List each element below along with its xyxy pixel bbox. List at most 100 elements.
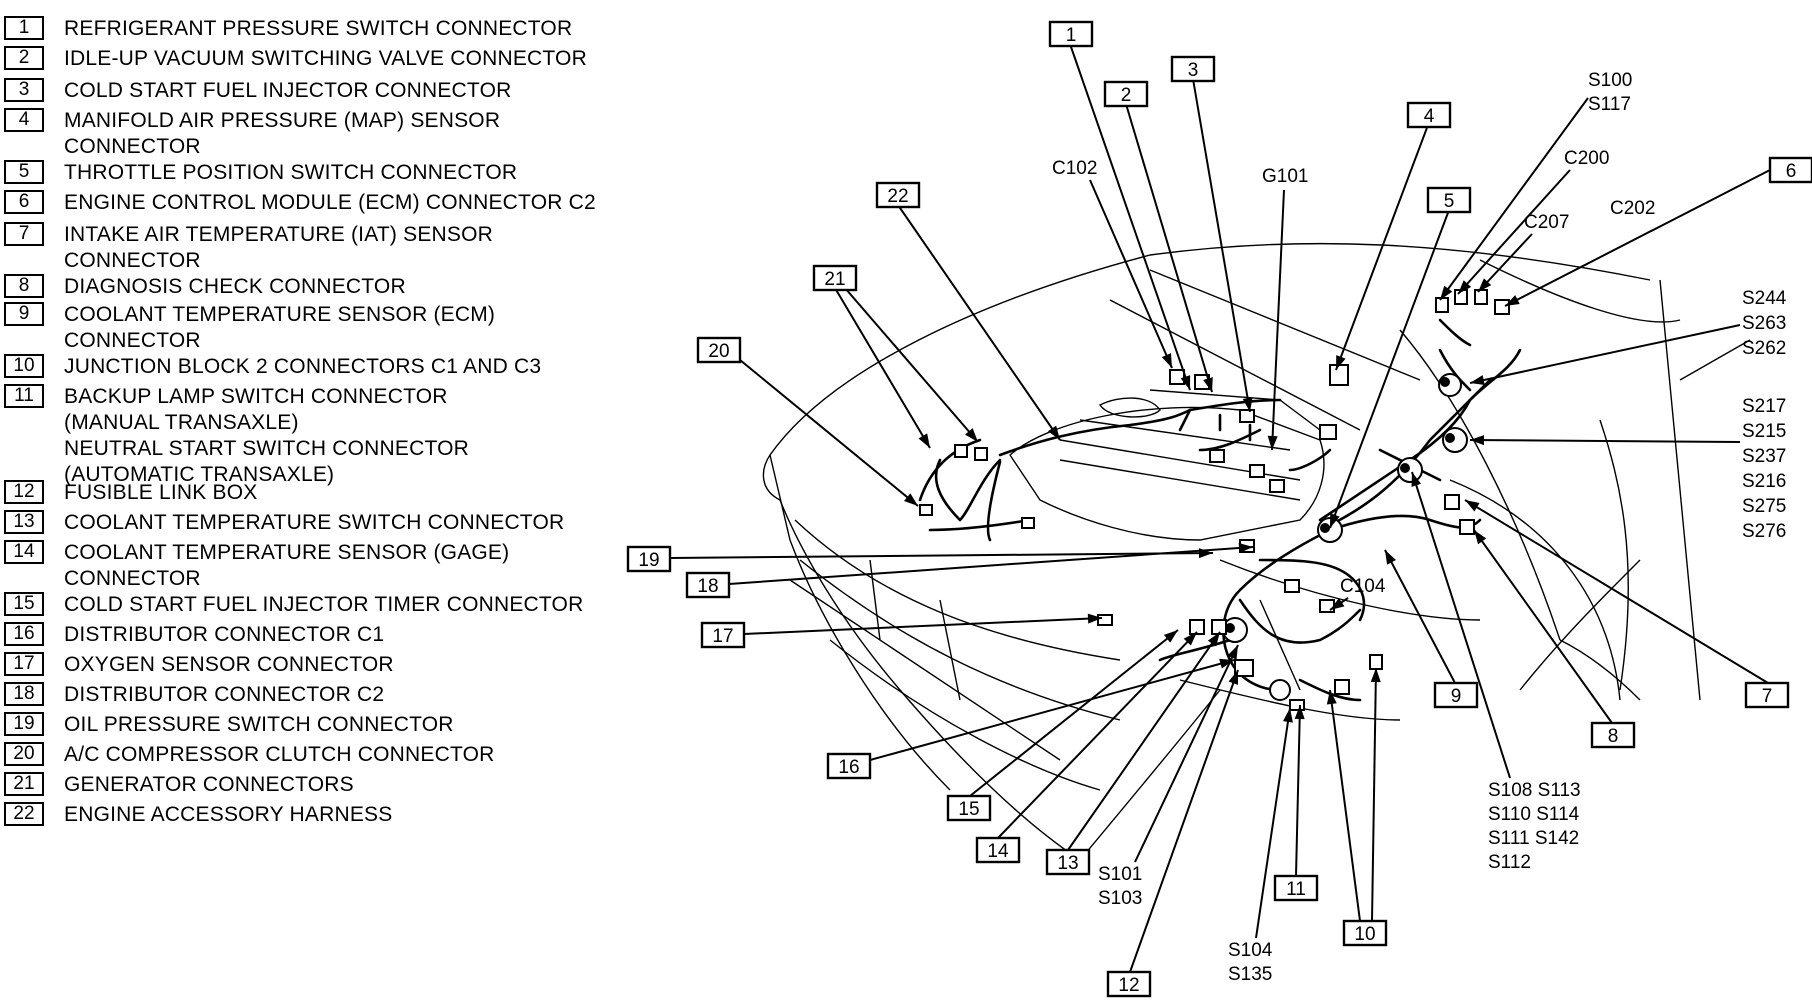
leader-line-s108-group (1411, 471, 1511, 779)
callout-22: 22 (875, 181, 921, 209)
legend-number: 22 (4, 802, 44, 826)
leader-line-3 (1192, 78, 1251, 413)
legend-text: CONNECTOR (64, 249, 201, 272)
callout-number: 13 (1057, 853, 1078, 874)
leader-line-s104-group (1255, 707, 1291, 939)
legend-text: OIL PRESSURE SWITCH CONNECTOR (64, 713, 454, 736)
callout-20: 20 (696, 336, 742, 364)
callout-number: 21 (824, 269, 845, 290)
arrowhead (965, 428, 978, 442)
callout-2: 2 (1103, 80, 1149, 108)
arrowhead (1294, 705, 1305, 720)
callout-8: 8 (1590, 721, 1636, 749)
leader-line-2 (1125, 103, 1213, 393)
arrowhead (1458, 280, 1472, 294)
legend-number: 10 (4, 354, 44, 378)
label-s101-group: S101 (1098, 864, 1142, 885)
callout-5: 5 (1426, 186, 1472, 214)
arrowhead (1465, 500, 1480, 512)
arrowhead (1242, 397, 1253, 412)
leader-line-17 (743, 617, 1103, 635)
callout-11: 11 (1273, 874, 1319, 902)
legend-text: DIAGNOSIS CHECK CONNECTOR (64, 275, 406, 298)
callout-box (1342, 919, 1388, 947)
callout-21: 21 (812, 264, 858, 292)
leader-line-21 (844, 287, 979, 443)
callout-number: 22 (887, 186, 908, 207)
callout-box (1045, 848, 1091, 876)
harness-wiring (918, 318, 1522, 702)
callout-box (1103, 80, 1149, 108)
label-s104-group: S135 (1228, 964, 1272, 985)
arrowhead (1228, 670, 1238, 685)
arrowhead (1470, 375, 1485, 385)
leader-line-21 (834, 287, 931, 449)
legend-number: 15 (4, 592, 44, 616)
legend-text: INTAKE AIR TEMPERATURE (IAT) SENSOR (64, 223, 493, 246)
callout-box (1433, 681, 1479, 709)
legend-number: 4 (4, 108, 44, 132)
leader-line-19 (669, 552, 1214, 559)
legend-text: (AUTOMATIC TRANSAXLE) (64, 463, 335, 486)
legend-text: DISTRIBUTOR CONNECTOR C2 (64, 683, 385, 706)
legend-number: 11 (4, 384, 44, 408)
label-s217-group: S217 (1742, 396, 1786, 417)
legend-number: 12 (4, 480, 44, 504)
callout-box (700, 621, 746, 649)
callout-3: 3 (1170, 55, 1216, 83)
legend-number: 16 (4, 622, 44, 646)
leader-line-7 (1464, 499, 1769, 684)
legend-text: MANIFOLD AIR PRESSURE (MAP) SENSOR (64, 109, 501, 132)
arrowhead (1411, 472, 1422, 487)
leader-line-13 (1067, 631, 1221, 851)
legend-text: FUSIBLE LINK BOX (64, 481, 258, 504)
callout-number: 19 (638, 550, 659, 571)
callout-17: 17 (700, 621, 746, 649)
arrowhead (1470, 435, 1485, 446)
label-s104-group: S104 (1228, 940, 1273, 961)
label-s108-group: S111 S142 (1488, 828, 1579, 849)
callout-number: 15 (958, 799, 979, 820)
leader-line-s244-group (1469, 324, 1741, 384)
leader-line-12 (1129, 669, 1239, 973)
arrowhead (1087, 613, 1102, 624)
label-c200: C200 (1564, 148, 1609, 169)
leader-line-8 (1473, 529, 1613, 724)
label-c207: C207 (1524, 212, 1569, 233)
legend-text: CONNECTOR (64, 329, 201, 352)
legend-text: IDLE-UP VACUUM SWITCHING VALVE CONNECTOR (64, 47, 587, 70)
legend-text: NEUTRAL START SWITCH CONNECTOR (64, 437, 470, 460)
callout-12: 12 (1106, 970, 1152, 998)
leader-line-6 (1504, 169, 1771, 307)
label-s108-group: S112 (1488, 852, 1531, 873)
arrowhead (1330, 513, 1340, 528)
callout-7: 7 (1744, 681, 1790, 709)
legend-text: ENGINE ACCESSORY HARNESS (64, 803, 393, 826)
arrowhead (1047, 425, 1060, 440)
legend-number: 2 (4, 46, 44, 70)
arrowhead (1478, 278, 1492, 292)
legend-text: OXYGEN SENSOR CONNECTOR (64, 653, 394, 676)
callout-box (812, 264, 858, 292)
callout-box (1768, 156, 1812, 184)
legend-number: 9 (4, 302, 44, 326)
callout-number: 7 (1762, 686, 1773, 707)
leader-line-10 (1329, 689, 1361, 922)
leader-line-1 (1069, 43, 1191, 391)
leader-line-9 (1384, 549, 1456, 684)
label-s217-group: S216 (1742, 471, 1786, 492)
callout-13: 13 (1045, 848, 1091, 876)
callout-box (685, 571, 731, 599)
label-s217-group: S237 (1742, 446, 1786, 467)
callout-box (1273, 874, 1319, 902)
callout-number: 9 (1451, 686, 1462, 707)
label-s100-s117: S117 (1588, 94, 1631, 115)
label-g101: G101 (1262, 166, 1308, 187)
callout-number: 16 (838, 757, 859, 778)
legend-text: COOLANT TEMPERATURE SENSOR (ECM) (64, 303, 496, 326)
label-s217-group: S275 (1742, 496, 1786, 517)
legend-text: DISTRIBUTOR CONNECTOR C1 (64, 623, 385, 646)
